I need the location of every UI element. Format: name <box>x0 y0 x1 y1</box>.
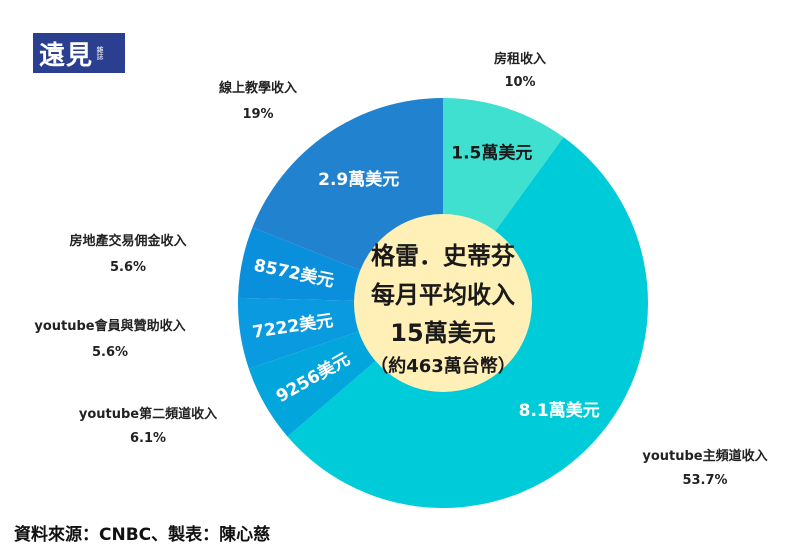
source-note: 資料來源：CNBC、製表：陳心慈 <box>14 525 271 545</box>
legend-category-label: youtube主頻道收入 <box>642 448 767 464</box>
center-total-value: 15萬美元 <box>390 319 495 347</box>
legend-percent-label: 10% <box>504 75 535 90</box>
legend-category-label: youtube會員與贊助收入 <box>34 318 185 334</box>
slice-value-label: 8.1萬美元 <box>519 400 600 421</box>
legend-category-label: 房地產交易佣金收入 <box>69 233 186 249</box>
legend-percent-label: 6.1% <box>130 431 166 446</box>
center-title-line2: 每月平均收入 <box>371 281 515 309</box>
center-total-twd: （約463萬台幣） <box>370 355 516 377</box>
legend-category-label: 房租收入 <box>494 51 546 67</box>
legend-category-label: 線上教學收入 <box>219 80 297 96</box>
legend-category-label: youtube第二頻道收入 <box>79 406 217 422</box>
legend-percent-label: 53.7% <box>682 473 727 488</box>
logo-sub-text: 雜誌 <box>96 46 105 60</box>
slice-value-label: 1.5萬美元 <box>451 143 532 164</box>
logo-main-text: 遠見 <box>39 40 94 71</box>
legend-percent-label: 19% <box>242 107 273 122</box>
center-title-line1: 格雷．史蒂芬 <box>371 242 515 270</box>
legend-percent-label: 5.6% <box>92 345 128 360</box>
legend-percent-label: 5.6% <box>110 260 146 275</box>
center-circle <box>354 214 532 392</box>
slice-value-label: 2.9萬美元 <box>318 169 399 190</box>
brand-logo: 遠見 雜誌 <box>33 33 125 73</box>
